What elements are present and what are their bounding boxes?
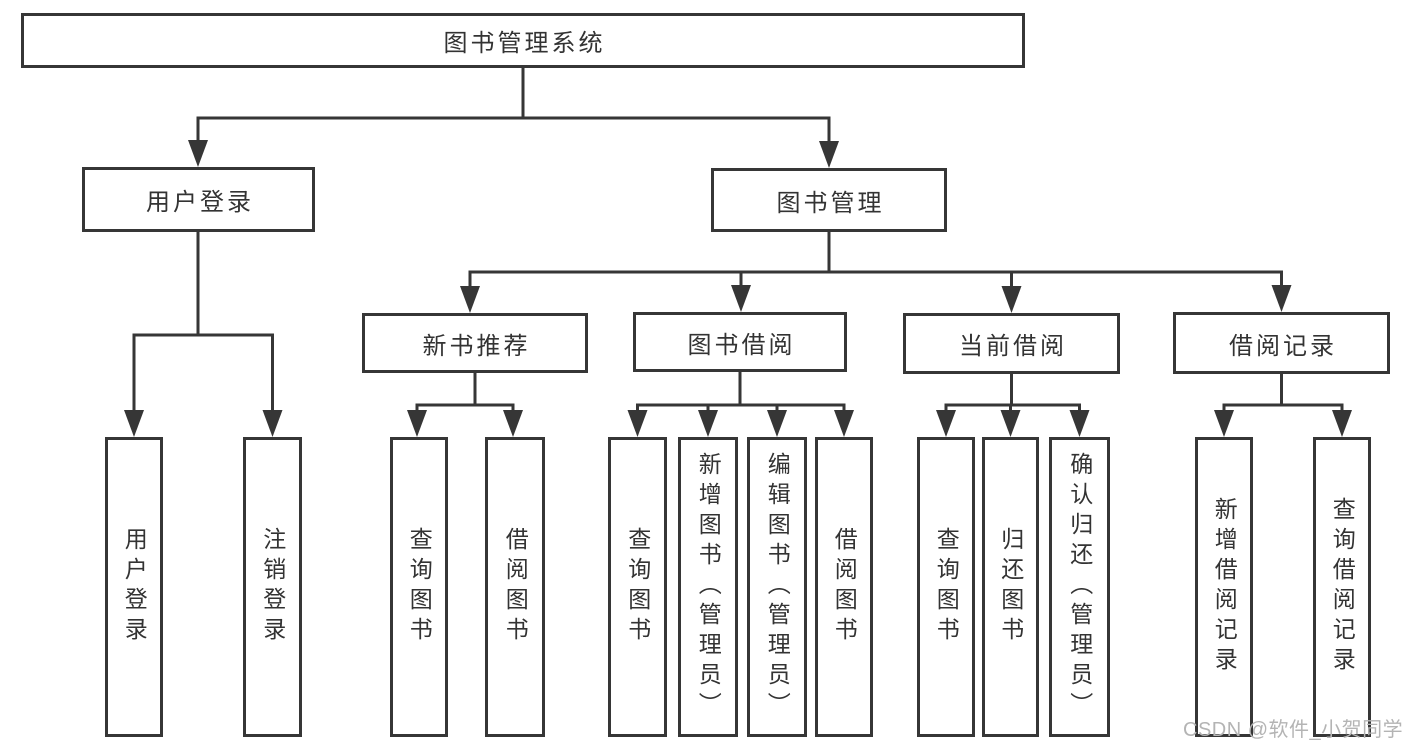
arrow-down-icon — [1332, 410, 1352, 437]
leaf-label: 查询借阅记录 — [1329, 497, 1356, 677]
arrow-down-icon — [262, 410, 283, 437]
leaf-edit-books-admin: 编辑图书（管理员） — [747, 437, 807, 737]
leaf-label: 借阅图书 — [502, 527, 529, 647]
node-book-borrowing-label: 图书借阅 — [687, 331, 796, 359]
arrow-down-icon — [698, 410, 718, 437]
node-current-borrowing-label: 当前借阅 — [959, 333, 1067, 360]
node-root-label: 图书管理系统 — [443, 30, 606, 57]
leaf-return-books: 归还图书 — [982, 437, 1039, 737]
node-book-management-label: 图书管理 — [776, 189, 885, 217]
node-current-borrowing: 当前借阅 — [903, 313, 1120, 374]
node-book-management: 图书管理 — [711, 168, 947, 232]
leaf-logout: 注销登录 — [243, 437, 302, 737]
arrow-down-icon — [503, 410, 523, 437]
arrow-down-icon — [767, 410, 787, 437]
node-new-book-recommend: 新书推荐 — [362, 313, 588, 373]
arrow-down-icon — [460, 286, 480, 313]
leaf-borrow-books: 借阅图书 — [815, 437, 873, 737]
arrow-down-icon — [819, 141, 839, 168]
leaf-label: 编辑图书（管理员） — [764, 452, 791, 722]
leaf-add-books-admin: 新增图书（管理员） — [678, 437, 738, 737]
leaf-label: 用户登录 — [121, 527, 148, 647]
leaf-query-books-recommend: 查询图书 — [390, 437, 448, 737]
leaf-label: 查询图书 — [624, 527, 651, 647]
arrowhead-group — [124, 140, 1352, 437]
leaf-query-borrow-record: 查询借阅记录 — [1313, 437, 1371, 737]
csdn-watermark: CSDN @软件_小贺同学 — [1183, 719, 1404, 741]
node-book-borrowing: 图书借阅 — [633, 312, 847, 372]
arrow-down-icon — [188, 140, 208, 167]
leaf-borrow-books-recommend: 借阅图书 — [485, 437, 545, 737]
arrow-down-icon — [834, 410, 854, 437]
arrow-down-icon — [936, 410, 956, 437]
arrow-down-icon — [1069, 410, 1090, 437]
arrow-down-icon — [1271, 285, 1292, 312]
arrow-down-icon — [731, 285, 751, 312]
leaf-confirm-return-admin: 确认归还（管理员） — [1049, 437, 1110, 737]
leaf-query-books: 查询图书 — [608, 437, 667, 737]
arrow-down-icon — [1214, 410, 1234, 437]
leaf-add-borrow-record: 新增借阅记录 — [1195, 437, 1253, 737]
leaf-label: 新增图书（管理员） — [695, 452, 722, 722]
node-user-login: 用户登录 — [82, 167, 315, 232]
leaf-query-books-current: 查询图书 — [917, 437, 975, 737]
leaf-label: 注销登录 — [259, 527, 286, 647]
leaf-label: 归还图书 — [997, 527, 1024, 647]
arrow-down-icon — [124, 410, 144, 437]
leaf-label: 借阅图书 — [831, 527, 858, 647]
leaf-label: 新增借阅记录 — [1211, 497, 1238, 677]
arrow-down-icon — [1001, 286, 1022, 313]
arrow-down-icon — [407, 410, 427, 437]
node-new-book-recommend-label: 新书推荐 — [422, 332, 531, 360]
leaf-label: 查询图书 — [406, 527, 433, 647]
node-user-login-label: 用户登录 — [146, 189, 254, 216]
leaf-label: 查询图书 — [933, 527, 960, 647]
leaf-label: 确认归还（管理员） — [1066, 452, 1093, 722]
leaf-user-login: 用户登录 — [105, 437, 163, 737]
node-root: 图书管理系统 — [21, 13, 1025, 68]
node-borrowing-records: 借阅记录 — [1173, 312, 1390, 374]
arrow-down-icon — [627, 410, 648, 437]
node-borrowing-records-label: 借阅记录 — [1229, 332, 1337, 360]
arrow-down-icon — [1000, 410, 1021, 437]
